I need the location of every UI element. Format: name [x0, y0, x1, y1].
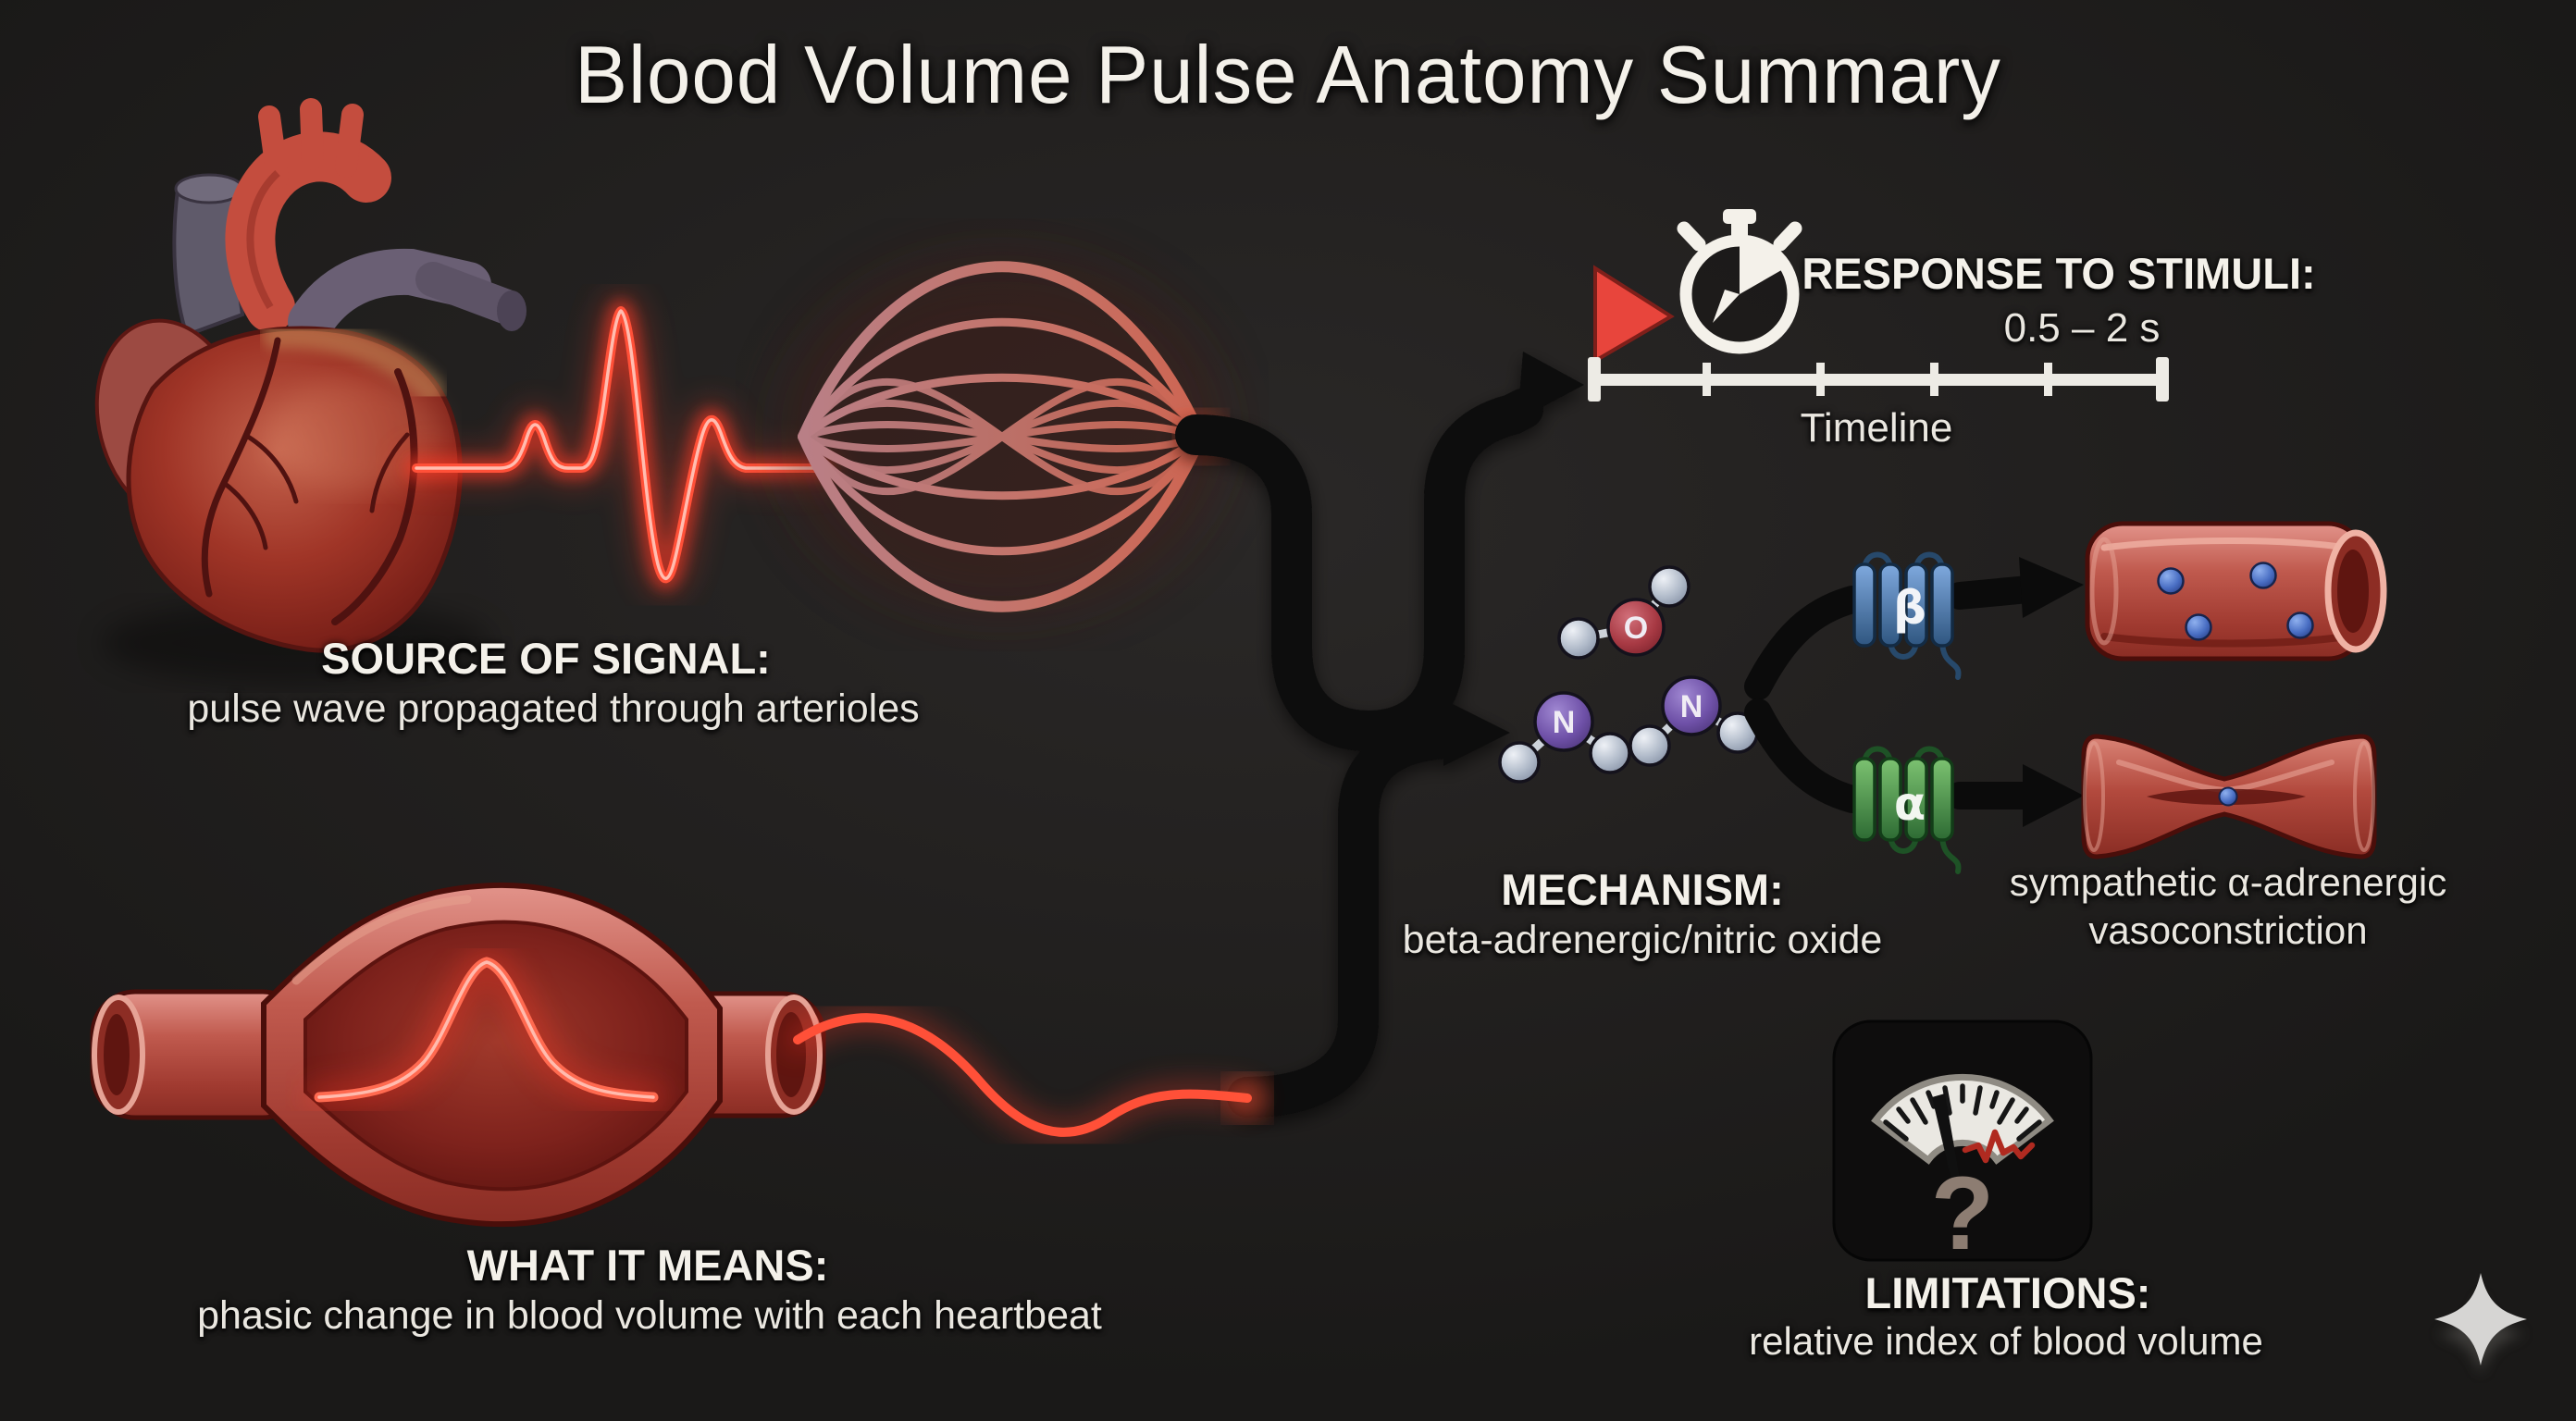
pulse-wave-icon: [786, 1006, 1269, 1144]
sparkle-icon: [2434, 1273, 2527, 1375]
nitric-oxide-molecule-icon: O N N: [1498, 565, 1759, 784]
vasoconstriction-caption-line2: vasoconstriction: [2088, 908, 2368, 952]
stopwatch-icon: [1677, 209, 1802, 354]
alpha-label: α: [1894, 777, 1926, 831]
oxygen-label: O: [1624, 611, 1648, 646]
beta-receptor-icon: β: [1852, 551, 1962, 680]
question-mark: ?: [1931, 1155, 1994, 1271]
heart-icon: [94, 98, 526, 685]
page-title: Blood Volume Pulse Anatomy Summary: [575, 29, 2001, 120]
source-description: pulse wave propagated through arterioles: [187, 686, 920, 731]
nitrogen-label: N: [1680, 689, 1703, 724]
alpha-receptor-icon: α: [1852, 746, 1962, 874]
vasoconstriction-caption-line1: sympathetic α-adrenergic: [2009, 860, 2447, 904]
nitrogen-label: N: [1553, 705, 1576, 740]
constricted-vessel-icon: [2081, 734, 2377, 859]
mechanism-heading: MECHANISM:: [1501, 865, 1784, 914]
beta-label: β: [1893, 581, 1926, 635]
limitations-description: relative index of blood volume: [1749, 1319, 2263, 1363]
dilated-vessel-icon: [2085, 521, 2387, 661]
limitations-heading: LIMITATIONS:: [1864, 1268, 2151, 1317]
meaning-description: phasic change in blood volume with each …: [197, 1293, 1102, 1338]
arteriole-network-icon: [780, 254, 1225, 615]
meaning-heading: WHAT IT MEANS:: [466, 1241, 829, 1290]
blood-vessel-bulge-icon: [90, 882, 826, 1228]
flow-arrow-icon: [1744, 557, 2084, 827]
stimulus-flag-icon: [1593, 265, 1675, 365]
response-heading: RESPONSE TO STIMULI:: [1802, 249, 2316, 298]
timeline-ruler: [1588, 357, 2169, 402]
timeline-label: Timeline: [1800, 405, 1953, 451]
gauge-icon: ?: [1832, 1019, 2093, 1271]
response-duration: 0.5 – 2 s: [2003, 305, 2161, 351]
mechanism-description: beta-adrenergic/nitric oxide: [1402, 918, 1883, 962]
source-heading: SOURCE OF SIGNAL:: [321, 634, 771, 683]
flow-arrow-icon: [1175, 352, 1584, 1118]
pulse-wave-icon: [395, 290, 843, 600]
